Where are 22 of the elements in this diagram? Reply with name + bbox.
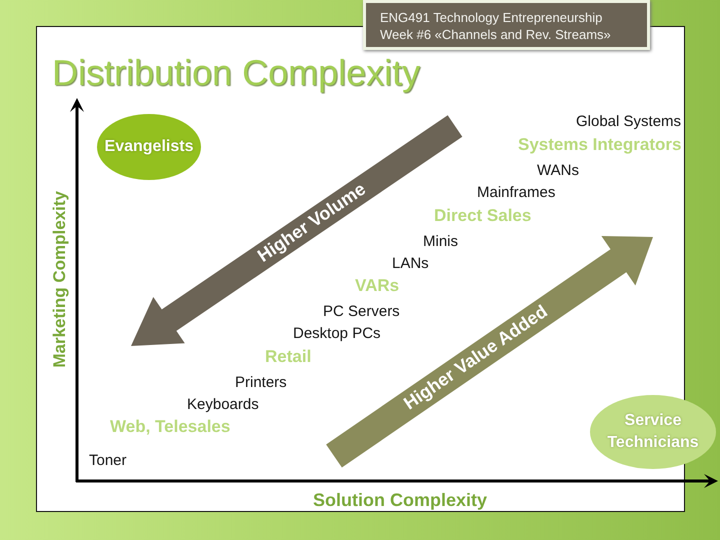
- product-label: Mainframes: [477, 184, 556, 201]
- channel-label: Direct Sales: [434, 206, 532, 226]
- header-box: [363, 0, 650, 50]
- axis-title: Solution Complexity: [313, 490, 488, 510]
- product-label: Printers: [235, 374, 287, 391]
- product-label: Global Systems: [576, 112, 682, 130]
- channel-label: Retail: [265, 347, 312, 367]
- header-text: ENG491 Technology Entrepreneurship Week #6 «Channels and Rev. Streams»: [380, 10, 612, 44]
- channel-label: VARs: [355, 276, 400, 296]
- product-label: WANs: [537, 162, 579, 179]
- slide-title: Distribution Complexity: [52, 52, 420, 94]
- product-label: Keyboards: [187, 396, 259, 413]
- product-label: Toner: [89, 452, 127, 469]
- product-label: LANs: [392, 254, 429, 272]
- product-label: PC Servers: [323, 302, 400, 320]
- oval-label: Service Technicians: [606, 411, 700, 453]
- oval-label: Evangelists: [104, 137, 194, 158]
- channel-label: Web, Telesales: [110, 417, 230, 437]
- channel-label: Systems Integrators: [518, 135, 682, 155]
- product-label: Desktop PCs: [293, 324, 381, 342]
- product-label: Minis: [423, 232, 458, 250]
- axis-title: Marketing Complexity: [50, 190, 70, 368]
